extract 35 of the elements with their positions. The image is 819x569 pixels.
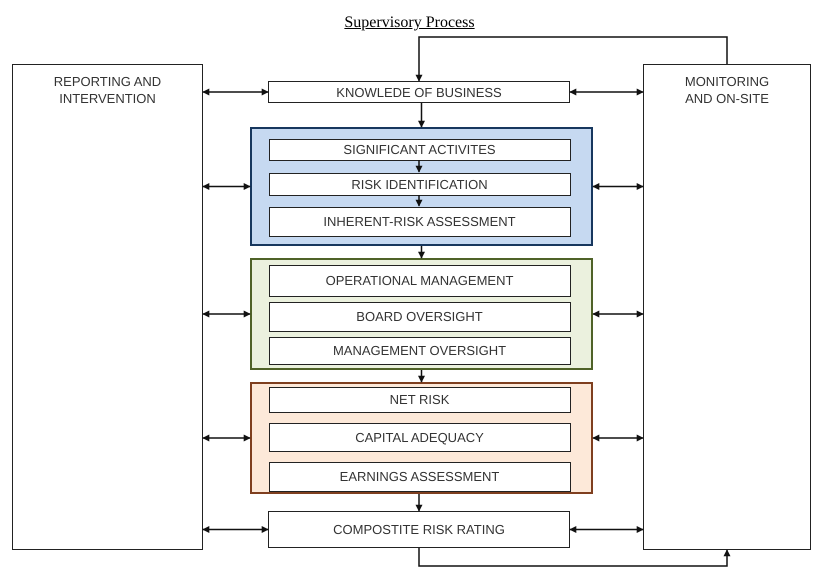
double-arrow — [569, 526, 644, 533]
process-box: MONITORING AND ON-SITE — [643, 64, 811, 550]
process-box: CAPITAL ADEQUACY — [268, 422, 570, 452]
process-box: COMPOSTITE RISK RATING — [268, 511, 570, 548]
process-box: RISK IDENTIFICATION — [268, 172, 570, 196]
group-panel — [250, 127, 593, 246]
process-box: INHERENT-RISK ASSESSMENT — [268, 206, 570, 236]
double-arrow — [592, 434, 644, 442]
arrow — [416, 195, 422, 207]
group-panel — [250, 258, 593, 370]
group-panel — [250, 382, 593, 494]
process-box: REPORTING AND INTERVENTION — [12, 64, 203, 550]
arrow — [418, 103, 425, 128]
double-arrow — [569, 88, 644, 96]
arrow — [416, 494, 422, 512]
process-box: BOARD OVERSIGHT — [268, 302, 570, 332]
arrow — [418, 246, 425, 259]
double-arrow — [202, 434, 251, 442]
arrow — [416, 160, 422, 173]
diagram-title: Supervisory Process — [344, 14, 475, 31]
double-arrow — [592, 183, 644, 190]
process-box: KNOWLEDE OF BUSINESS — [268, 81, 570, 103]
feedback-arrow — [416, 36, 728, 82]
process-box: OPERATIONAL MANAGEMENT — [268, 264, 570, 296]
double-arrow — [202, 183, 251, 190]
double-arrow — [202, 526, 269, 533]
process-box: EARNINGS ASSESSMENT — [268, 462, 570, 492]
process-box: SIGNIFICANT ACTIVITES — [268, 138, 570, 160]
feedback-arrow — [418, 548, 730, 567]
process-box: MANAGEMENT OVERSIGHT — [268, 336, 570, 364]
process-box: NET RISK — [268, 386, 570, 412]
arrow — [418, 370, 425, 383]
double-arrow — [202, 310, 251, 318]
double-arrow — [592, 310, 644, 318]
double-arrow — [202, 88, 269, 96]
